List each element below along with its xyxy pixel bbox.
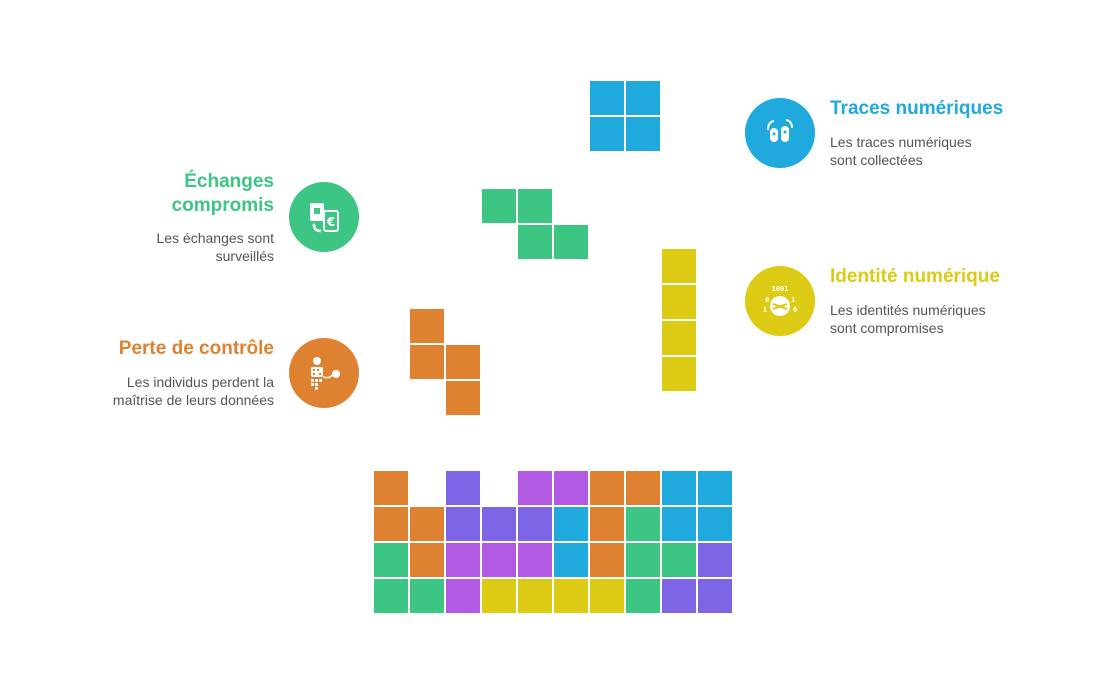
stack-block bbox=[409, 578, 445, 614]
identite-desc-line1: Les identités numériques bbox=[830, 302, 986, 318]
perte-desc-line1: Les individus perdent la bbox=[126, 374, 274, 390]
traces-desc-line2: sont collectées bbox=[830, 152, 923, 168]
stack-block bbox=[553, 578, 589, 614]
svg-text:1: 1 bbox=[763, 306, 767, 314]
stack-block bbox=[481, 506, 517, 542]
stack-block bbox=[589, 470, 625, 506]
stack-block bbox=[553, 542, 589, 578]
traces-title: Traces numériques bbox=[830, 98, 1004, 119]
stack-block bbox=[373, 578, 409, 614]
stack-block bbox=[409, 506, 445, 542]
stack-block bbox=[697, 542, 733, 578]
svg-text:0: 0 bbox=[765, 296, 769, 304]
identite-desc-line2: sont compromises bbox=[830, 320, 944, 336]
echanges-title-line1: Échanges bbox=[184, 171, 274, 192]
piece-block bbox=[661, 320, 697, 356]
stack-block bbox=[445, 470, 481, 506]
piece-block bbox=[589, 116, 625, 152]
piece-block bbox=[625, 116, 661, 152]
currency-exchange-icon: € bbox=[310, 203, 339, 233]
stack-block bbox=[517, 506, 553, 542]
svg-text:0: 0 bbox=[793, 306, 797, 314]
piece-block bbox=[625, 80, 661, 116]
piece-block bbox=[409, 308, 445, 344]
stack-block bbox=[517, 578, 553, 614]
svg-text:1: 1 bbox=[791, 296, 795, 304]
stack-block bbox=[445, 506, 481, 542]
traces-description: Les traces numériques sont collectées bbox=[830, 133, 972, 169]
stack-block bbox=[589, 542, 625, 578]
stack-block bbox=[553, 470, 589, 506]
stack-block bbox=[373, 506, 409, 542]
stack-block bbox=[517, 470, 553, 506]
stack-block bbox=[445, 578, 481, 614]
piece-block bbox=[589, 80, 625, 116]
stack-block bbox=[589, 578, 625, 614]
identite-title: Identité numérique bbox=[830, 266, 1000, 287]
stack-block bbox=[373, 470, 409, 506]
piece-block bbox=[661, 248, 697, 284]
echanges-title: Échanges compromis bbox=[172, 170, 274, 218]
piece-block bbox=[445, 344, 481, 380]
fingerprint-scan-icon bbox=[767, 119, 793, 142]
stack-block bbox=[661, 578, 697, 614]
perte-description: Les individus perdent la maîtrise de leu… bbox=[113, 373, 274, 409]
stack-block bbox=[517, 542, 553, 578]
stack-block bbox=[589, 506, 625, 542]
stack-block bbox=[373, 542, 409, 578]
piece-block bbox=[661, 284, 697, 320]
traces-desc-line1: Les traces numériques bbox=[830, 134, 972, 150]
stack-block bbox=[625, 542, 661, 578]
stack-block bbox=[445, 542, 481, 578]
svg-text:€: € bbox=[326, 215, 335, 229]
piece-block bbox=[553, 224, 589, 260]
digital-person-icon bbox=[311, 357, 340, 390]
traces-circle bbox=[745, 98, 815, 168]
stack-block bbox=[661, 542, 697, 578]
stack-block bbox=[625, 578, 661, 614]
echanges-title-line2: compromis bbox=[171, 195, 274, 216]
identite-description: Les identités numériques sont compromise… bbox=[830, 301, 986, 337]
identite-circle: 1001 0 1 1 0 bbox=[745, 266, 815, 336]
echanges-description: Les échanges sont surveillés bbox=[156, 229, 274, 265]
stack-block bbox=[481, 542, 517, 578]
echanges-desc-line2: surveillés bbox=[215, 248, 274, 264]
piece-block bbox=[517, 188, 553, 224]
stack-block bbox=[625, 506, 661, 542]
stack-block bbox=[697, 506, 733, 542]
stack-block bbox=[661, 470, 697, 506]
perte-title: Perte de contrôle bbox=[118, 338, 274, 359]
echanges-desc-line1: Les échanges sont bbox=[156, 230, 274, 246]
piece-block bbox=[445, 380, 481, 416]
piece-block bbox=[661, 356, 697, 392]
echanges-circle: € bbox=[289, 182, 359, 252]
stack-block bbox=[481, 578, 517, 614]
piece-block bbox=[481, 188, 517, 224]
perte-desc-line2: maîtrise de leurs données bbox=[112, 392, 274, 408]
piece-block bbox=[517, 224, 553, 260]
stack-block bbox=[625, 470, 661, 506]
stack-block bbox=[697, 470, 733, 506]
stack-block bbox=[697, 578, 733, 614]
piece-block bbox=[409, 344, 445, 380]
perte-circle bbox=[289, 338, 359, 408]
svg-text:1001: 1001 bbox=[772, 285, 789, 293]
stack-block bbox=[409, 542, 445, 578]
stack-block bbox=[553, 506, 589, 542]
binary-face-icon: 1001 0 1 1 0 bbox=[763, 285, 797, 316]
stack-block bbox=[661, 506, 697, 542]
